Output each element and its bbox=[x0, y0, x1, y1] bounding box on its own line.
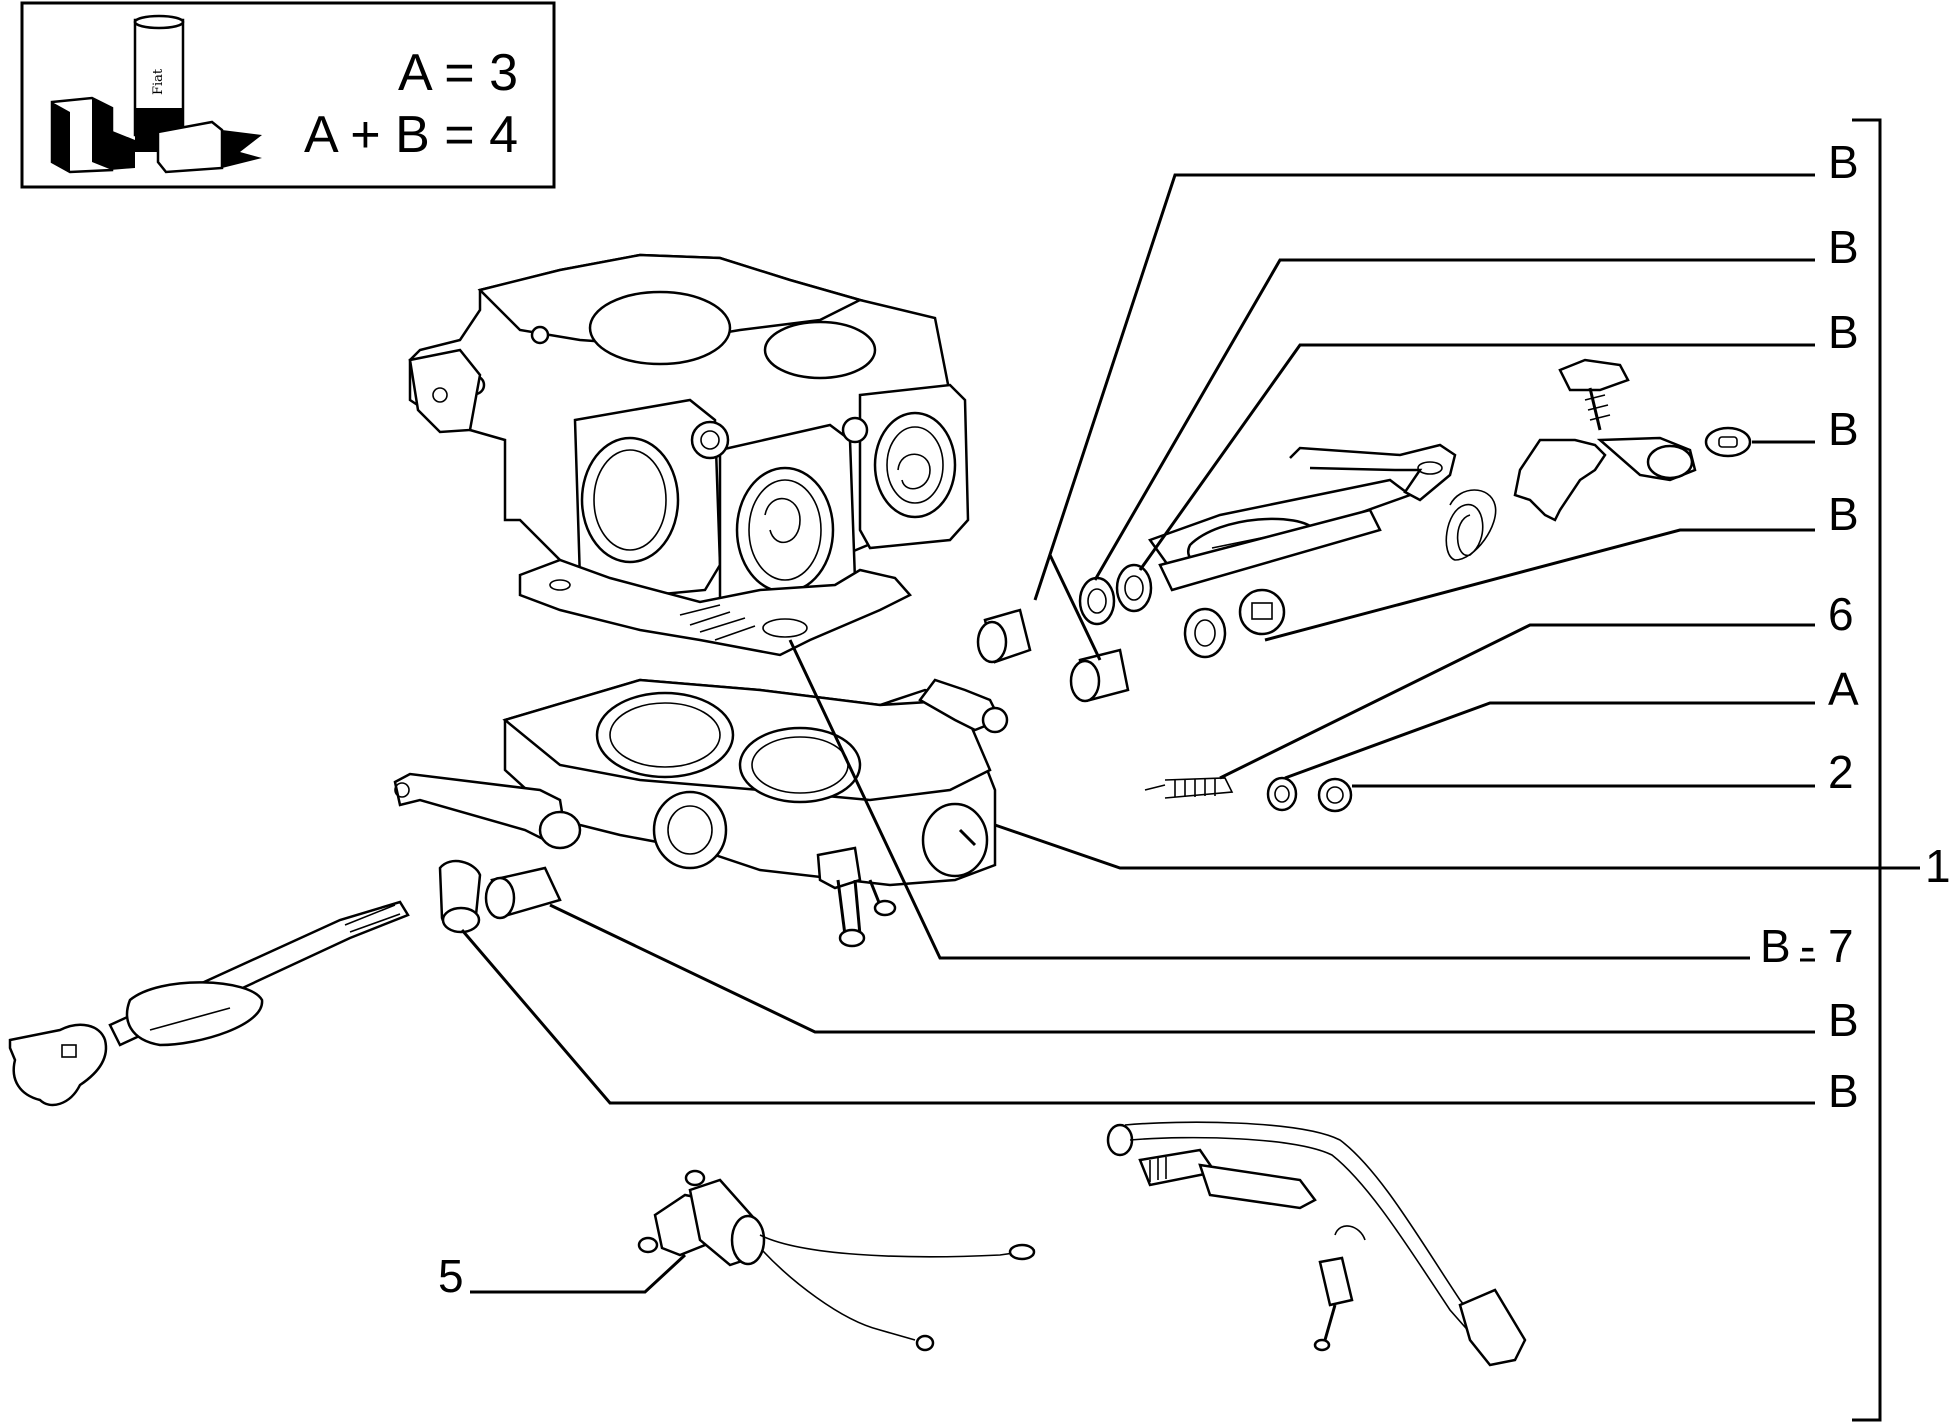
callout-6: 6 bbox=[1828, 588, 1854, 640]
can-brand-label: Fiat bbox=[151, 68, 166, 95]
callout-b-7: B bbox=[1828, 1065, 1859, 1117]
callout-b-7-b: B bbox=[1760, 920, 1791, 972]
solenoid-valve bbox=[637, 1169, 1036, 1352]
callout-b-6: B bbox=[1828, 994, 1859, 1046]
legend-line-a: A = 3 bbox=[398, 44, 518, 102]
leader-lines bbox=[460, 173, 1920, 1294]
lower-throttle-body bbox=[393, 678, 1009, 948]
small-screw-parts bbox=[1144, 776, 1353, 813]
gasket bbox=[518, 558, 913, 657]
callout-b-7-dash: - bbox=[1800, 920, 1815, 972]
callout-b-4: B bbox=[1828, 403, 1859, 455]
callout-b-7-seven: 7 bbox=[1828, 920, 1854, 972]
upper-carburettor-body bbox=[408, 253, 970, 617]
sensor-harness bbox=[1106, 1121, 1527, 1367]
callout-b-3: B bbox=[1828, 306, 1859, 358]
callout-b-5: B bbox=[1828, 488, 1859, 540]
group-bracket bbox=[1852, 118, 1882, 1422]
callout-b-2: B bbox=[1828, 221, 1859, 273]
callout-1: 1 bbox=[1925, 840, 1951, 892]
throttle-spindle-assembly bbox=[976, 358, 1752, 703]
lower-throttle-spindle bbox=[8, 900, 410, 1107]
lubricant-legend: Fiat A = 3 A + B = 4 bbox=[20, 1, 556, 189]
legend-line-ab: A + B = 4 bbox=[304, 106, 518, 164]
callout-a: A bbox=[1828, 663, 1859, 715]
callout-2: 2 bbox=[1828, 746, 1854, 798]
lower-bushings bbox=[438, 859, 562, 934]
lubricant-cans-icon: Fiat bbox=[50, 14, 262, 174]
callout-b-1: B bbox=[1828, 136, 1859, 188]
callout-labels: B B B B B 6 A 2 1 B - 7 B B 5 bbox=[438, 136, 1951, 1302]
callout-5: 5 bbox=[438, 1250, 464, 1302]
